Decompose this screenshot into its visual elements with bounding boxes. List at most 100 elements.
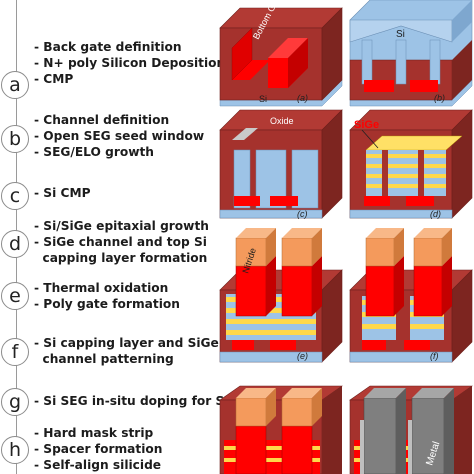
panel-f-nitride-1 [365, 237, 395, 267]
oxide-label: Oxide [270, 116, 294, 126]
panel-b-oxide-side [452, 40, 472, 100]
panel-b-gate-1 [364, 80, 394, 92]
step-marker-f: f [1, 338, 29, 366]
panel-d-gate-2 [406, 196, 434, 206]
panel-b-seed-1 [361, 39, 373, 85]
panel-f-gate-2-side [442, 256, 452, 316]
step-b-line-3: - SEG/ELO growth [34, 145, 154, 159]
panel-f-nitride-2-side [442, 228, 452, 266]
panel-e-label: (e) [297, 351, 308, 361]
sige-pointer [361, 129, 379, 149]
panel-d-oxide-sep-1 [382, 150, 388, 196]
panel-a-gate-1 [232, 60, 270, 80]
panel-a-side-face [321, 7, 343, 101]
panel-e-nitride-2-top [282, 228, 322, 238]
panel-g-sige-1 [224, 446, 320, 450]
panel-h-spacer-2 [408, 420, 412, 474]
step-marker-e: e [1, 282, 29, 310]
step-d-text: - Si/SiGe epitaxial growth - SiGe channe… [34, 218, 209, 266]
step-h-line-1: - Hard mask strip [34, 426, 154, 440]
panel-b-seed-3 [429, 39, 441, 85]
panel-d-label: (d) [430, 209, 441, 219]
panel-f-nitride-2-top [414, 228, 452, 238]
panel-h-metal-gate-2 [411, 397, 445, 474]
panel-c-side-face [321, 109, 343, 219]
panel-e-nitride-1-side [266, 228, 276, 266]
step-c-text: - Si CMP [34, 185, 91, 201]
panel-a-top-face [219, 7, 343, 29]
step-marker-b: b [1, 125, 29, 153]
step-e-text: - Thermal oxidation - Poly gate formatio… [34, 280, 180, 312]
step-a-line-2: - N+ poly Silicon Deposition [34, 56, 226, 70]
panel-e-side-face [321, 269, 343, 363]
panel-g-side-face [322, 386, 342, 474]
panel-d-oxide-sep-2 [418, 150, 424, 196]
step-d-line-2: - SiGe channel and top Si [34, 235, 207, 249]
panel-h-side-face [452, 386, 472, 474]
step-marker-d: d [1, 230, 29, 258]
panel-f-bottom-gate-1 [362, 340, 386, 350]
panel-g-nitride-1-side [266, 388, 276, 426]
panel-e-si-layer [219, 351, 323, 363]
panel-e-sige-3 [226, 319, 316, 324]
panel-g-nitride-1-top [236, 388, 276, 398]
panel-e-nitride-1 [235, 237, 267, 267]
step-a-line-3: - CMP [34, 72, 74, 86]
panel-d-sige-1 [366, 154, 446, 158]
panel-b-label: (b) [434, 93, 445, 103]
step-a-text: - Back gate definition - N+ poly Silicon… [34, 39, 225, 87]
panel-e-gate-1 [235, 265, 267, 317]
step-f-line-1: - Si capping layer and SiGe [34, 336, 219, 350]
step-b-text: - Channel definition - Open SEG seed win… [34, 112, 204, 160]
panel-h-metal-gate-2-side [444, 388, 454, 474]
panel-d-si-layer [349, 209, 453, 219]
panel-d: SiGe (d) [349, 109, 473, 219]
panel-a-si-label: Si [259, 94, 267, 104]
panel-g-nitride-1 [235, 397, 267, 427]
panel-g-gate-1 [235, 425, 267, 474]
panel-a-gate-2-face [268, 58, 288, 88]
panel-c: Oxide (c) [219, 109, 343, 219]
step-h-line-3: - Self-align silicide [34, 458, 162, 472]
panel-d-sige-top [365, 135, 463, 151]
panel-h: Metal [349, 385, 473, 474]
panel-f-nitride-1-top [366, 228, 404, 238]
panel-g-nitride-2-side [312, 388, 322, 426]
panel-e-bottom-gate-1 [232, 340, 254, 350]
panel-d-sige-4 [366, 184, 446, 188]
panel-f-gate-1 [365, 265, 395, 317]
panel-e-gate-2 [281, 265, 313, 317]
panel-e-nitride-2-side [312, 228, 322, 266]
panel-f-side-face [451, 269, 473, 363]
panel-g [219, 385, 343, 474]
panel-d-gate-1 [364, 196, 390, 206]
panel-f-gate-2 [413, 265, 443, 317]
panel-h-metal-gate-1-side [396, 388, 406, 474]
panel-a: Bottom Gate Si (a) [219, 0, 343, 107]
panel-e-gate-2-side [312, 256, 322, 316]
panel-c-gate-2 [270, 196, 298, 206]
step-marker-c: c [1, 182, 29, 210]
panel-f-label: (f) [430, 351, 439, 361]
step-d-line-3: capping layer formation [34, 251, 208, 265]
step-h-line-2: - Spacer formation [34, 442, 163, 456]
panel-g-nitride-2 [281, 397, 313, 427]
panel-b: Si (b) [349, 0, 473, 107]
panel-c-si-fill-1 [233, 149, 251, 209]
step-h-text: - Hard mask strip - Spacer formation - S… [34, 425, 162, 473]
panel-b-si-label: Si [396, 29, 405, 40]
panel-g-gate-2 [281, 425, 313, 474]
panel-c-gate-1 [234, 196, 260, 206]
step-e-line-1: - Thermal oxidation [34, 281, 169, 295]
panel-g-sige-2 [224, 458, 320, 462]
step-b-line-1: - Channel definition [34, 113, 170, 127]
panel-f-sige-1c [362, 324, 396, 329]
step-b-line-2: - Open SEG seed window [34, 129, 205, 143]
panel-e-gate-1-side [266, 256, 276, 316]
step-marker-a: a [1, 71, 29, 99]
panel-h-metal-gate-2-top [412, 388, 454, 398]
panel-a-gate-1-side [231, 27, 253, 81]
panel-f-bottom-gate-2 [404, 340, 430, 350]
